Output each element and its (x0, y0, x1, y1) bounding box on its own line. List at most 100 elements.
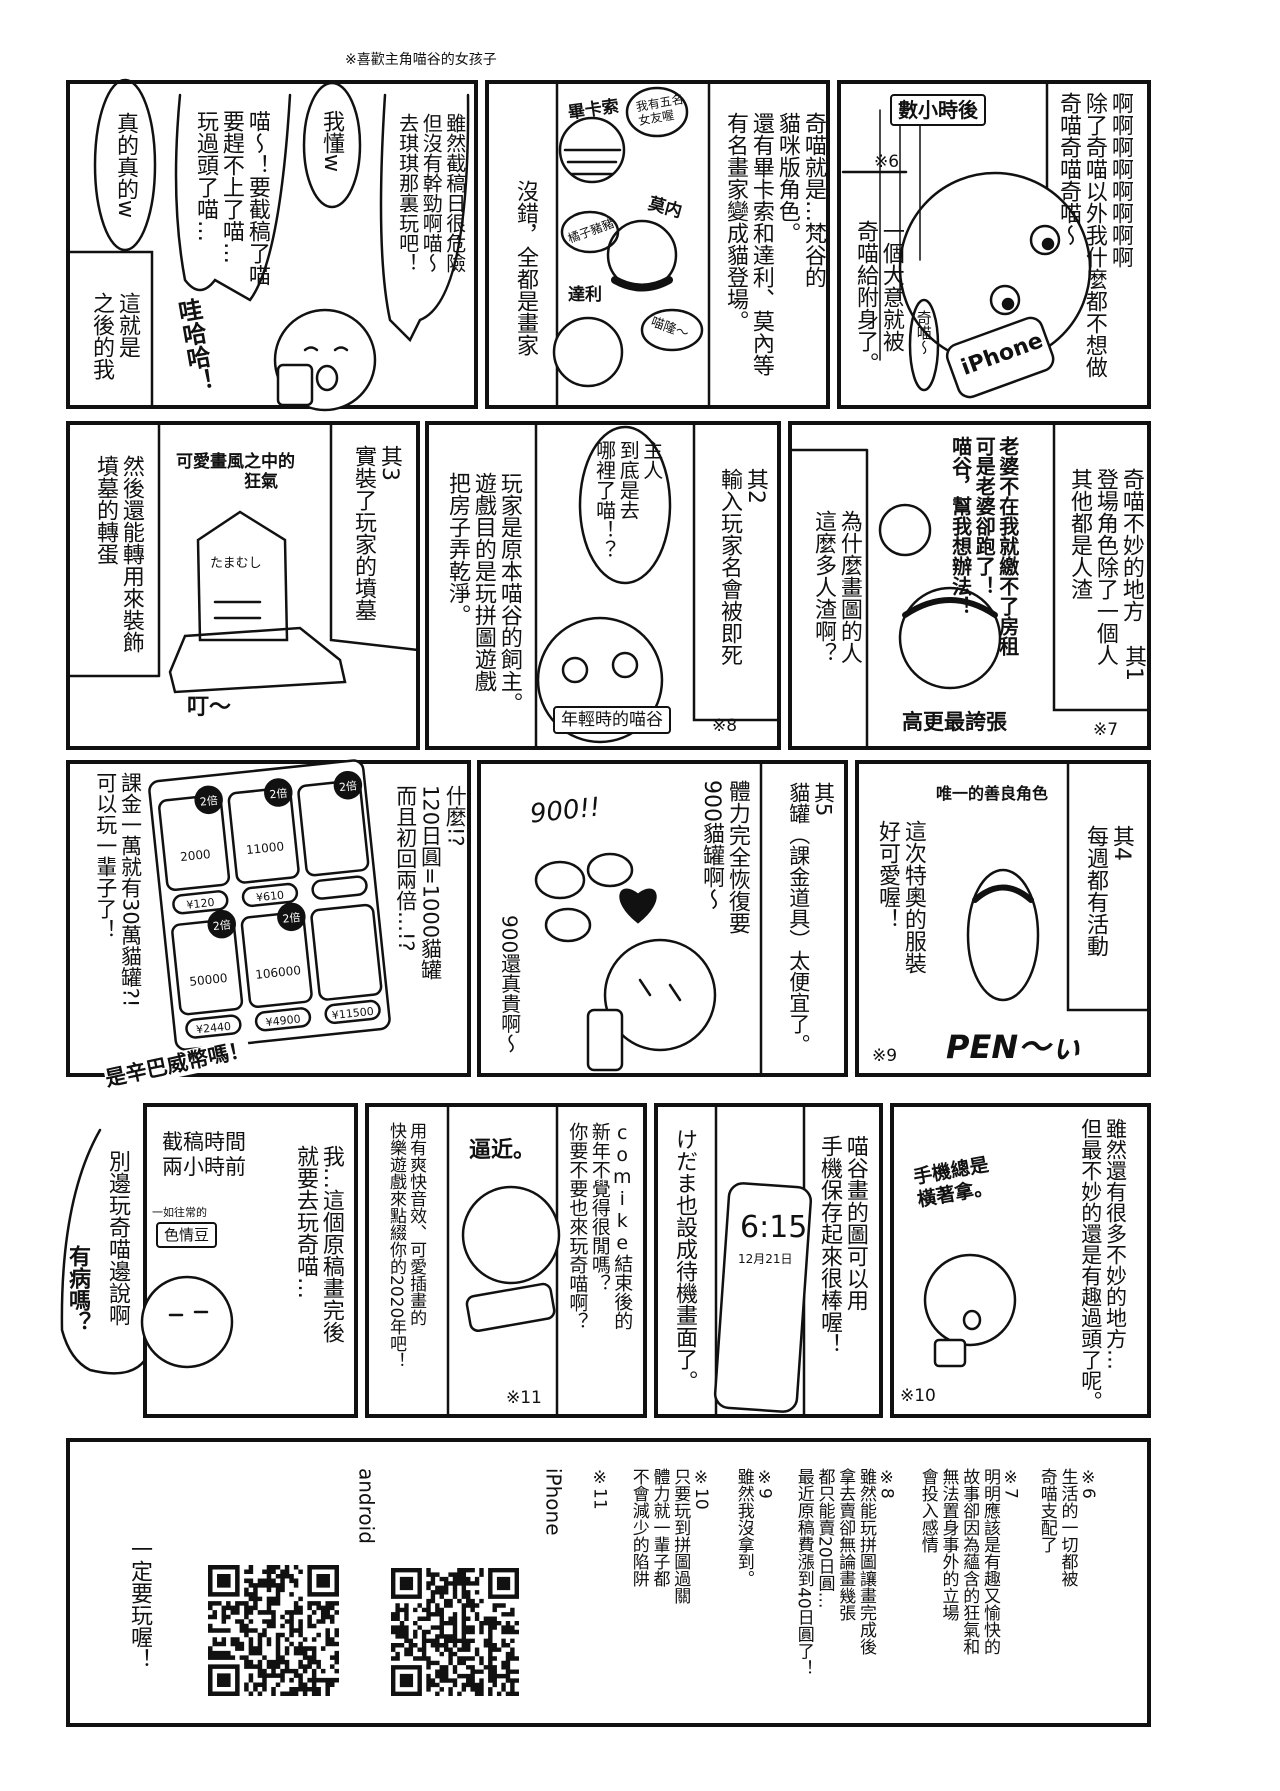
narration: 雖然還有很多不妙的地方… 但最不妙的還是有趣過頭了呢。 (1078, 1118, 1128, 1412)
shop-amount: 106000 (255, 963, 302, 982)
panel-13 (890, 1103, 1151, 1418)
bubble-kiki: 雖然截稿日很危險 但沒有幹勁啊喵～ 去琪琪那裏玩吧！ (395, 113, 467, 273)
footnote-6: ※6 生活的一切都被 奇喵支配了 (1036, 1468, 1099, 1587)
price-button (172, 890, 229, 915)
android-qr-code[interactable] (208, 1565, 339, 1696)
bonus-badge-label: 2倍 (269, 786, 288, 802)
phone-time: 6:15 (740, 1210, 808, 1245)
shop-amount: 11000 (245, 839, 284, 857)
narration: 奇喵不妙的地方 登場角色除了一個人 其他都是人渣 (1066, 468, 1144, 666)
footer-panel (66, 1438, 1151, 1727)
phone-date: 12月21日 (738, 1252, 793, 1266)
footnote-ref: ※11 (506, 1388, 542, 1408)
narration: 玩家是原本喵谷的飼主。 遊戲目的是玩拼圖遊戲 把房子弄乾淨。 (444, 472, 522, 714)
sfx: 叮～ (187, 695, 232, 720)
bonus-badge-label: 2倍 (338, 778, 357, 794)
shop-price: ¥610 (256, 889, 285, 905)
footnote-ref: ※8 (712, 716, 738, 736)
footnote-ref: ※7 (1093, 720, 1119, 740)
bubble-understand: 我懂w (318, 110, 344, 172)
panel-12 (654, 1103, 883, 1418)
shout: 老婆不在我就繳不了房租 可是老婆卻跑了！ 喵谷，幫我想辦法！ (948, 436, 1020, 656)
shop-price: ¥4900 (265, 1012, 301, 1029)
bonus-badge-label: 2倍 (282, 910, 301, 926)
shop-item (227, 786, 300, 884)
qr-modules (208, 1565, 339, 1696)
reply: 900還真貴啊～ (497, 915, 522, 1054)
qr-modules (391, 1568, 519, 1696)
narration: 我…這個原稿畫完後 就要去玩奇喵… (292, 1145, 344, 1343)
time-box: 數小時後 (890, 94, 986, 126)
narration: 用有爽快音效、可愛插畫的 快樂遊戲來點綴你的2020年吧！ (386, 1122, 427, 1370)
shop-item (171, 918, 244, 1016)
price-button (311, 875, 368, 900)
panel-9 (855, 760, 1151, 1077)
bonus-badge-label: 2倍 (199, 793, 218, 809)
shop-price: ¥2440 (195, 1020, 231, 1037)
caption: 一個大意就被 奇喵給附身了。 (852, 220, 904, 374)
label-dali: 達利 (568, 285, 602, 305)
panel-5 (425, 421, 781, 750)
narration: 然後還能轉用來裝飾 墳墓的轉蛋 (92, 455, 144, 653)
footnote-11: ※11 (589, 1468, 610, 1510)
grave-name: たまむし (210, 556, 262, 571)
label-box: 色情豆 (156, 1222, 218, 1248)
panel-4 (66, 421, 420, 750)
row3-drawings: 2倍2000¥1202倍11000¥6102倍2倍50000¥24402倍106… (148, 759, 1151, 1077)
heart-icon (619, 888, 657, 924)
time-box: 截稿時間 兩小時前 (162, 1130, 246, 1180)
shop-screen: 2倍2000¥1202倍11000¥6102倍2倍50000¥24402倍106… (148, 759, 391, 1051)
narration: けだま也設成待機畫面了。 (671, 1128, 697, 1392)
narration: 課金一萬就有30萬貓罐?! 可以玩一輩子了！ (93, 772, 143, 1008)
panel-6 (788, 421, 1151, 750)
panel-11 (365, 1103, 647, 1418)
bonus-badge (277, 902, 306, 932)
bonus-badge (194, 785, 223, 815)
point-4: 其4 每週都有活動 (1082, 825, 1134, 957)
bubble-really: 真的真的w (112, 112, 138, 218)
question: 為什麼畫圖的人 這麼多人渣啊？ (810, 510, 862, 664)
shop-price: ¥120 (186, 896, 215, 912)
point-5: 其5 貓罐（課金道具）太便宜了。 (786, 782, 836, 1055)
price-button (241, 882, 299, 908)
narration: 啊啊啊啊啊啊啊啊 除了奇喵以外我什麼都不想做 奇喵奇喵奇喵～ (1055, 92, 1133, 378)
panel-borders (66, 80, 1151, 1727)
shop-amount: 2000 (179, 847, 211, 864)
panel-10 (143, 1103, 358, 1418)
panel-1 (66, 80, 478, 409)
row1-drawings (66, 78, 1092, 412)
price-button (324, 999, 381, 1025)
footnote-9: ※9 雖然我沒拿到。 (733, 1468, 775, 1587)
retort: 有病嗎？ (64, 1245, 90, 1333)
footnote-10: ※10 只要玩到拼圖過關 體力就一輩子都 不會減少的陷阱 (628, 1468, 711, 1604)
price-button (254, 1007, 312, 1032)
bonus-badge (333, 770, 363, 800)
bubble: 什麼!? 120日圓=1000貓罐 而且初回兩倍…!? (393, 785, 468, 981)
panel-7 (66, 760, 471, 1077)
label-small: 一如往常的 (152, 1206, 207, 1219)
sfx: 逼近。 (469, 1138, 536, 1163)
price-button (185, 1014, 242, 1039)
point-1: 其1 (1120, 645, 1146, 681)
shop-item (310, 903, 383, 1001)
footnote-ref: ※9 (872, 1046, 898, 1066)
narration: 奇喵就是…梵谷的 貓咪版角色。 還有畢卡索和達利、莫內等 有名畫家變成貓登場。 (722, 112, 826, 376)
shop-item (158, 794, 231, 892)
footnote-8: ※8 雖然能玩拼圖讓畫完成後 拿去賣卻無論畫幾張 都只能賣20日圓… 最近原稿費… (793, 1468, 897, 1677)
row4-drawings (60, 1103, 1017, 1418)
iphone-label: iPhone (541, 1468, 566, 1536)
bubble: 喵谷畫的圖可以用 手機保存起來很棒喔！ (816, 1135, 868, 1355)
panel-2 (485, 80, 830, 409)
header-note: ※喜歡主角喵谷的女孩子 (345, 52, 497, 68)
panel-3 (837, 80, 1151, 409)
footnote-ref: ※6 (874, 152, 900, 172)
point-2: 其2 輸入玩家名會被即死 (716, 468, 768, 666)
footnote-ref: ※10 (900, 1386, 936, 1406)
bubble-deadline: 喵～！要截稿了喵 要趕不上了喵… 玩過頭了喵… (192, 110, 270, 286)
caption-later: 這就是 之後的我 (88, 292, 140, 380)
shop-item (297, 779, 370, 877)
footnote-7: ※7 明明應該是有趣又愉快的 故事卻因為蘊含的狂氣和 無法置身事外的立場 會投入… (917, 1468, 1021, 1655)
closing-text: 一定要玩喔！ (126, 1538, 152, 1670)
iphone-qr-code[interactable] (391, 1568, 519, 1696)
